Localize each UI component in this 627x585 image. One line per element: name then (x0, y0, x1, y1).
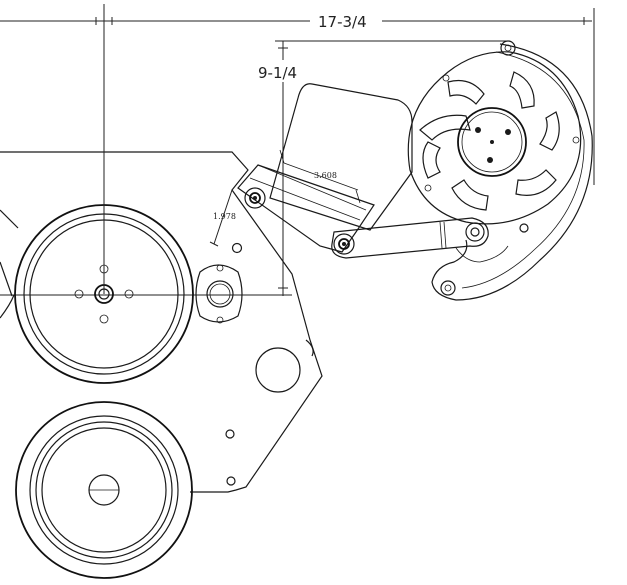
height-label: 9-1/4 (258, 64, 297, 82)
alternator (407, 40, 593, 301)
block-bolt-hole (231, 242, 243, 254)
block-port-circle (255, 347, 301, 393)
mounting-bracket: 3.608 (237, 149, 375, 253)
bracket-span-label: 3.608 (314, 171, 337, 180)
height-dimension: 9-1/4 (0, 40, 510, 296)
bracket-plate (269, 83, 413, 231)
overall-width-dimension: 17-3/4 (0, 4, 595, 185)
pivot-offset-dimension: 1.978 (209, 189, 236, 247)
upper-pulley (14, 21, 194, 384)
alternator-rotor (457, 107, 527, 177)
lower-pulley (15, 401, 193, 579)
engine-block (0, 151, 323, 493)
water-pump-boss (206, 280, 234, 308)
overall-width-label: 17-3/4 (318, 13, 367, 31)
pivot-offset-label: 1.978 (213, 212, 236, 221)
block-bolt-hole (225, 429, 235, 439)
alternator-fan (419, 71, 560, 211)
block-bolt-hole (226, 476, 236, 486)
